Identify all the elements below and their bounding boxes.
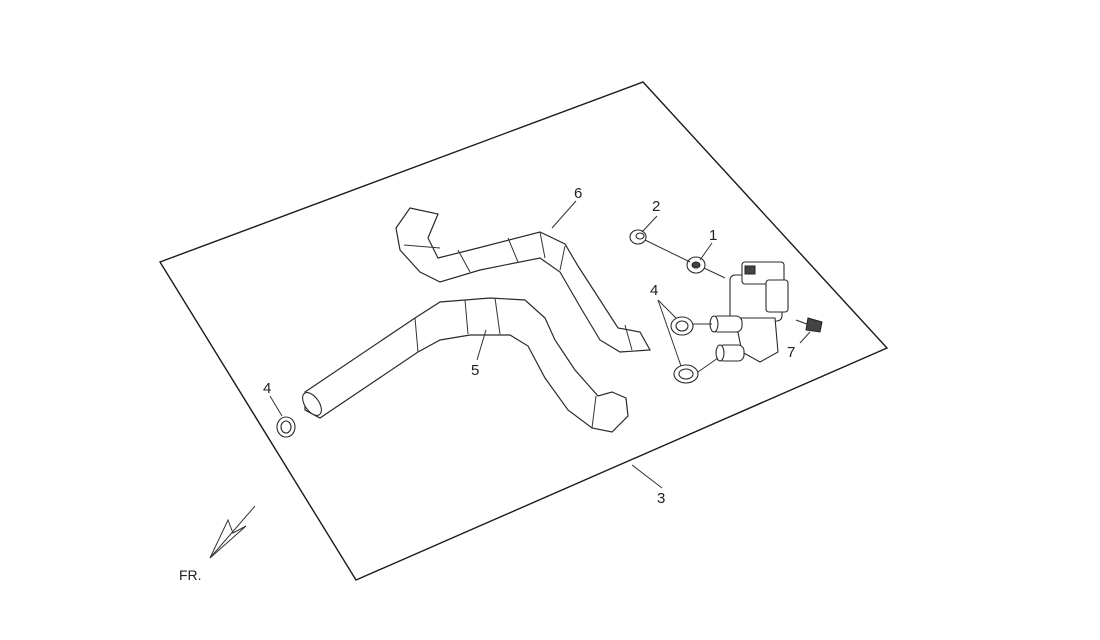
clamp-upper xyxy=(670,316,694,336)
callout-part-7: 7 xyxy=(787,344,795,361)
callout-part-1: 1 xyxy=(709,227,717,244)
callout-part-4-right: 4 xyxy=(650,282,658,299)
bolt-part-7 xyxy=(795,317,823,333)
clamp-lower xyxy=(673,364,699,384)
callout-part-2: 2 xyxy=(652,198,660,215)
hose-upper xyxy=(395,207,651,353)
callout-part-5: 5 xyxy=(471,362,479,379)
grommet-part-1 xyxy=(686,256,706,274)
callout-part-3: 3 xyxy=(657,490,665,507)
hose-lower-end xyxy=(302,392,322,416)
grommet-part-2 xyxy=(629,229,647,245)
callout-part-4-left: 4 xyxy=(263,380,271,397)
clamp-left xyxy=(276,416,296,438)
hose-lower xyxy=(302,297,629,433)
air-valve xyxy=(709,261,789,363)
callout-part-6: 6 xyxy=(574,185,582,202)
direction-label: FR. xyxy=(179,567,202,583)
front-direction-arrow-icon xyxy=(209,505,256,559)
